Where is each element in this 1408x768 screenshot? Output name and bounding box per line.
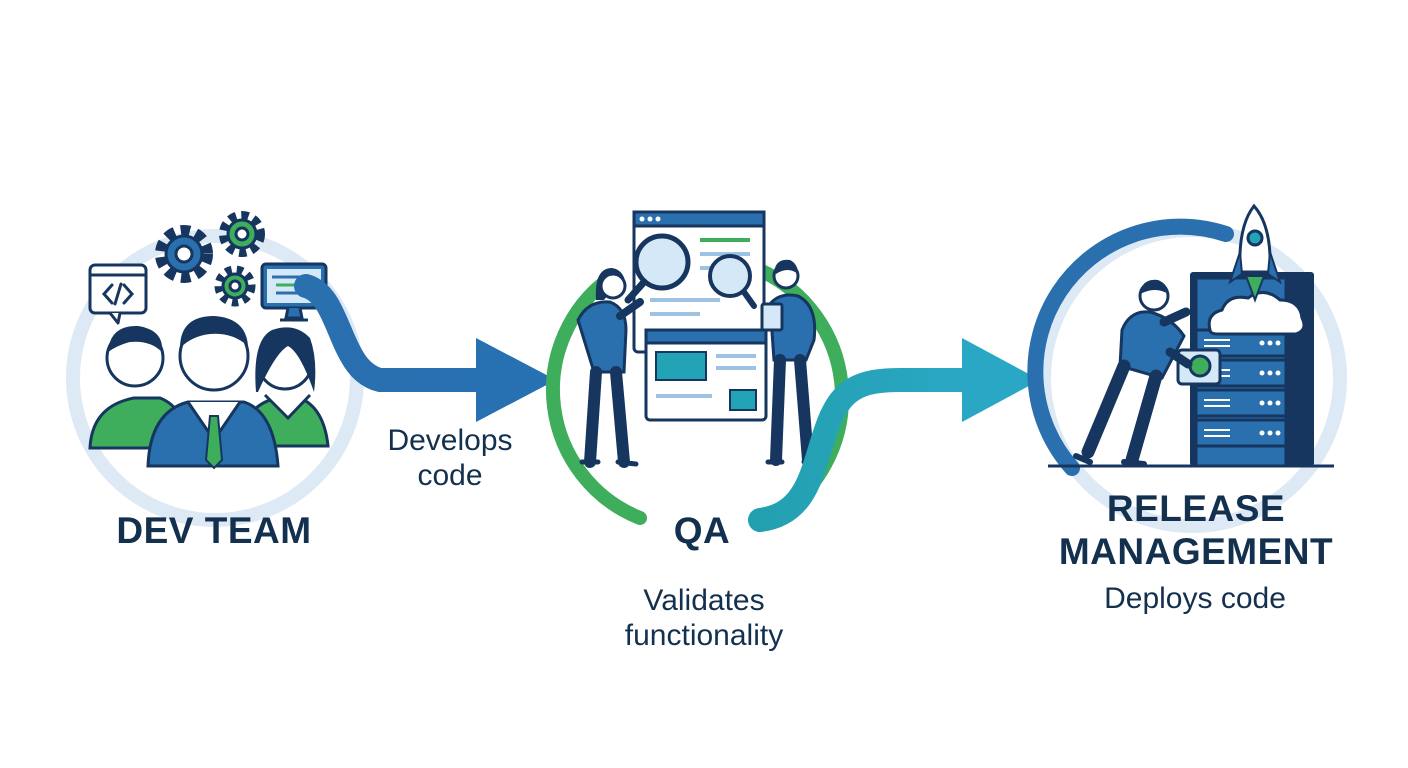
- cloud-icon: [1207, 291, 1306, 336]
- dev-team-group: [66, 211, 364, 527]
- qa-group: [545, 210, 850, 527]
- arrow-develops: [294, 274, 556, 422]
- code-window-icon: [88, 263, 148, 325]
- team-icon: [88, 316, 330, 470]
- validates-caption-line-2: functionality: [624, 618, 784, 652]
- release-arc: [1027, 218, 1234, 476]
- tester-icon: [576, 268, 644, 468]
- rocket-icon: [1228, 203, 1282, 303]
- deploys-code-caption: Deploys code: [1104, 582, 1286, 615]
- arrow-validates: [748, 338, 1040, 532]
- release-management-title: RELEASE MANAGEMENT: [1050, 488, 1342, 573]
- release-management-group: [1027, 203, 1347, 533]
- release-title-line-1: RELEASE: [1106, 488, 1286, 529]
- gear-icon: [155, 211, 265, 307]
- release-title-line-2: MANAGEMENT: [1058, 530, 1334, 572]
- browser-window-icon: [644, 328, 768, 422]
- magnifier-icon: [624, 233, 757, 309]
- dev-team-title: DEV TEAM: [116, 510, 312, 551]
- develops-code-caption: Develops code: [365, 424, 535, 493]
- develops-caption-line-1: Develops: [387, 424, 513, 457]
- validates-functionality-caption: Validates functionality: [596, 584, 812, 653]
- qa-title: QA: [673, 510, 731, 551]
- develops-caption-line-2: code: [417, 458, 483, 492]
- qa-arc: [545, 271, 647, 525]
- engineer-icon: [1073, 279, 1193, 467]
- validates-caption-line-1: Validates: [643, 584, 765, 617]
